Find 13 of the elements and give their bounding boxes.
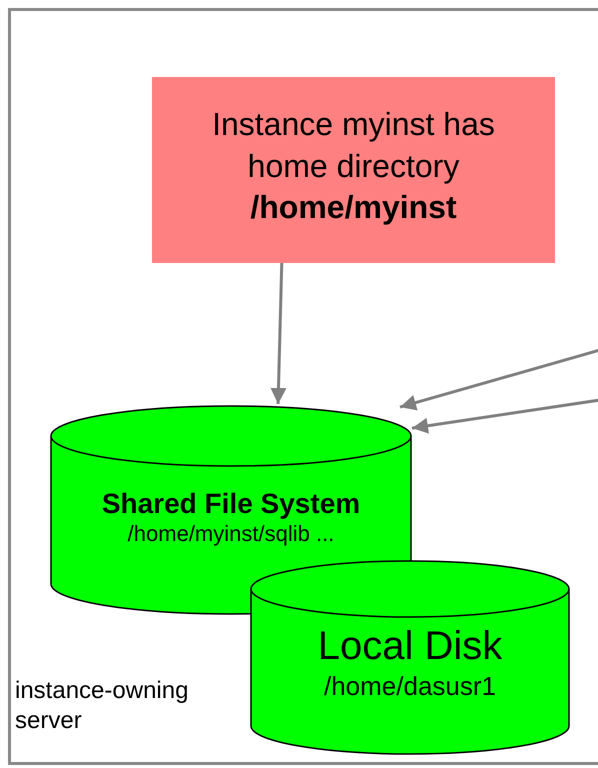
arrow <box>412 398 598 434</box>
instance-description: Instance myinst has home directory /home/myinst <box>211 105 496 228</box>
storage-cylinder <box>50 405 412 615</box>
storage-title: Shared File System <box>100 487 362 521</box>
arrow <box>270 262 286 404</box>
arrow <box>400 348 598 410</box>
info-box <box>152 77 555 263</box>
storage-title: Local Disk <box>316 623 504 670</box>
server-label: instance-owning server <box>15 676 190 736</box>
storage-path: /home/dasusr1 <box>323 670 497 702</box>
storage-cylinder <box>250 560 570 755</box>
storage-path: /home/myinst/sqlib ... <box>126 520 336 547</box>
server-frame <box>8 8 598 765</box>
